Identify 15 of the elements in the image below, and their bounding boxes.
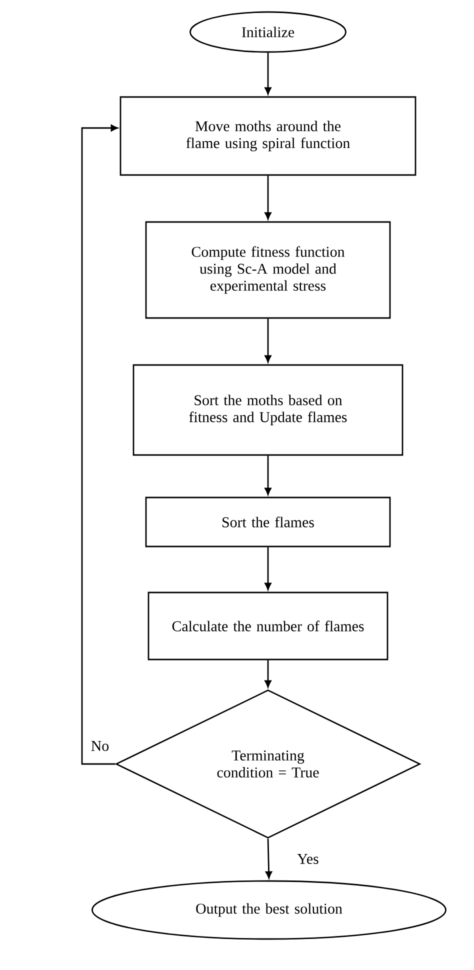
edge-label: No [90,740,110,752]
process-box: Sort the flames [145,496,391,548]
arrow [264,52,272,95]
process-box: Calculate the number of flames [148,592,388,660]
process-box: Compute fitness function using Sc-A model and experimental stress [145,221,391,319]
process-box: Sort the moths based on fitness and Update flames [132,364,404,456]
arrow [264,660,272,688]
arrow [265,838,272,879]
arrow [81,124,118,765]
arrow [264,547,272,590]
arrow [264,456,272,496]
process-box: Move moths around the flame using spiral function [120,96,416,176]
edge-label: Yes [296,853,320,865]
arrow [264,176,272,220]
arrow [264,318,272,363]
